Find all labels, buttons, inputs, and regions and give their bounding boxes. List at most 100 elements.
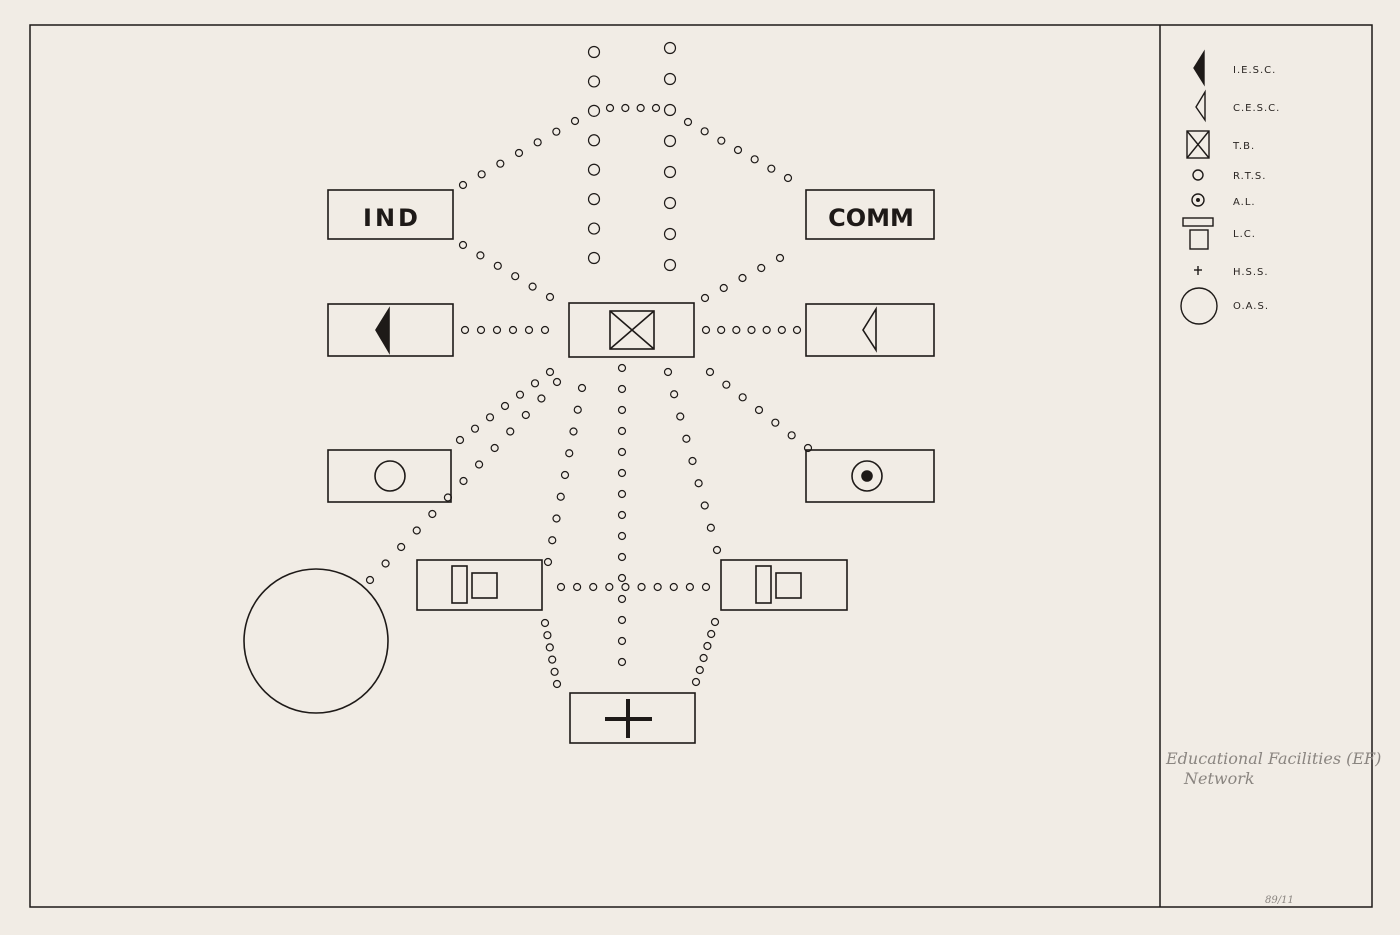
lc-icon: [755, 565, 802, 604]
connection-dot: [669, 582, 678, 592]
connection-dot: [621, 103, 630, 113]
connection-dot: [792, 325, 802, 335]
connection-dot: [552, 679, 562, 689]
connection-dot: [412, 526, 421, 535]
connection-dot: [663, 165, 677, 179]
connection-dot: [543, 557, 553, 567]
connection-dot: [570, 116, 580, 126]
rts-box: [327, 449, 452, 503]
legend: [1180, 49, 1218, 325]
connection-dot: [573, 405, 582, 414]
connection-dot: [550, 667, 559, 676]
connection-dot: [617, 594, 627, 604]
connection-dot: [500, 401, 510, 411]
connection-dot: [556, 492, 565, 501]
connection-dot: [691, 677, 701, 687]
connection-dot: [569, 427, 578, 436]
connection-dot: [521, 410, 530, 420]
connection-dot: [524, 325, 534, 335]
connection-dot: [587, 45, 601, 59]
connection-dot: [548, 655, 557, 664]
connection-dot: [460, 325, 470, 335]
dot-circle-icon: [851, 460, 883, 492]
connection-dot: [492, 325, 502, 335]
connection-dot: [738, 273, 747, 283]
connection-dot: [621, 582, 630, 592]
cesc-box: [805, 303, 935, 357]
connection-dot: [617, 384, 627, 394]
connection-dot: [477, 170, 486, 179]
connection-dot: [617, 573, 627, 583]
connection-dot: [428, 509, 437, 519]
connection-dot: [701, 325, 711, 335]
legend-label: R.T.S.: [1233, 171, 1266, 182]
connection-dot: [700, 293, 710, 303]
legend-label: O.A.S.: [1233, 301, 1269, 312]
connection-dot: [747, 325, 756, 335]
connection-dot: [695, 665, 704, 675]
connection-dot: [663, 72, 677, 86]
connection-dot: [663, 367, 673, 377]
connection-dot: [589, 582, 598, 592]
connection-dot: [556, 582, 566, 592]
connection-dot: [617, 636, 627, 646]
connection-dot: [490, 443, 499, 453]
connection-dot: [552, 514, 561, 523]
connection-dot: [605, 582, 614, 592]
connection-dot: [476, 325, 486, 335]
connection-dot: [750, 155, 759, 164]
connection-dot: [617, 363, 627, 373]
tb-box: [568, 302, 695, 358]
connection-dot: [663, 227, 677, 241]
connection-dot: [757, 263, 766, 273]
connection-dot: [474, 460, 484, 469]
connection-dot: [617, 468, 627, 478]
connection-dot: [663, 196, 677, 210]
sheet-border: [29, 24, 1373, 908]
connection-dot: [617, 531, 627, 541]
outline-triangle-icon: [1195, 89, 1206, 123]
connection-dot: [703, 641, 712, 651]
connection-dot: [587, 222, 601, 235]
connection-dot: [783, 173, 793, 183]
connection-dot: [515, 390, 525, 399]
connection-dot: [732, 325, 741, 335]
connection-dot: [617, 447, 627, 457]
connection-dot: [552, 377, 562, 387]
title-note-line2: Network: [1183, 769, 1255, 788]
connection-dot: [663, 258, 677, 272]
connection-dot: [700, 127, 709, 136]
connection-dot: [803, 443, 813, 453]
connection-dot: [533, 138, 542, 147]
connection-dot: [506, 427, 515, 436]
filled-triangle-icon: [1193, 49, 1205, 87]
legend-label: T.B.: [1232, 141, 1255, 152]
connection-dot: [637, 582, 646, 592]
connection-dots: [365, 41, 813, 689]
hss-box: [569, 692, 696, 744]
lc-icon: [451, 565, 498, 604]
connection-dot: [552, 127, 561, 136]
connection-dot: [682, 434, 691, 443]
connection-dot: [485, 413, 495, 422]
connection-dot: [617, 552, 627, 562]
legend-label: I.E.S.C.: [1233, 65, 1276, 76]
connection-dot: [565, 449, 574, 458]
connection-dot: [587, 163, 601, 176]
connection-dot: [455, 435, 465, 445]
connection-dot: [381, 559, 390, 568]
connection-dot: [706, 523, 715, 532]
connection-dot: [365, 575, 375, 585]
connection-dot: [540, 325, 550, 335]
iesc-box: [327, 303, 454, 357]
connection-dot: [476, 251, 485, 260]
connection-dot: [587, 193, 601, 206]
connection-dot: [617, 510, 627, 520]
connection-dot: [705, 367, 715, 377]
outline-triangle-icon: [862, 306, 877, 353]
connection-dot: [683, 117, 693, 127]
title-note-line1: Educational Facilities (EF): [1165, 749, 1381, 768]
connection-dot: [458, 180, 468, 190]
connection-dot: [587, 251, 601, 265]
